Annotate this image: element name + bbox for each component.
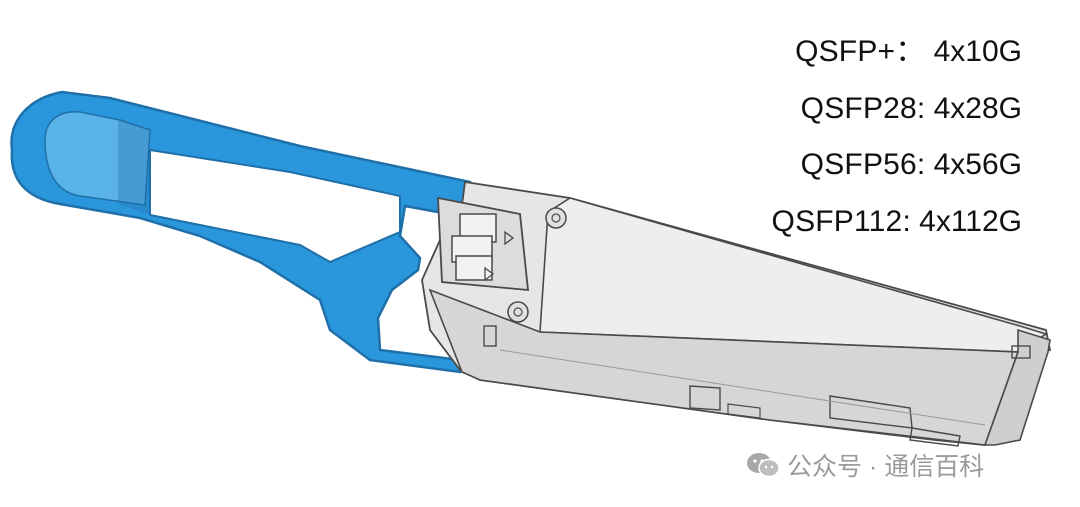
spec-rate: 4x112G	[919, 204, 1022, 238]
spec-rate: 4x28G	[933, 91, 1022, 125]
spec-separator: ：	[895, 35, 926, 68]
spec-list: QSFP+： 4x10G QSFP28: 4x28G QSFP56: 4x56G…	[722, 24, 1022, 250]
spec-type: QSFP112	[771, 204, 903, 238]
spec-row-qsfp28: QSFP28: 4x28G	[722, 81, 1022, 138]
watermark: 公众号 · 通信百科	[745, 447, 984, 483]
spec-separator: :	[916, 91, 926, 125]
spec-type: QSFP28	[800, 91, 917, 125]
spec-row-qsfp56: QSFP56: 4x56G	[722, 137, 1022, 194]
spec-row-qsfp-plus: QSFP+： 4x10G	[722, 24, 1022, 81]
wechat-icon	[747, 453, 780, 478]
module-body	[421, 180, 1052, 447]
spec-separator: :	[902, 204, 911, 238]
spec-rate: 4x10G	[933, 35, 1022, 68]
spec-separator: :	[916, 148, 926, 181]
spec-rate: 4x56G	[933, 148, 1022, 181]
pull-tab	[10, 90, 472, 374]
spec-type: QSFP56	[800, 148, 917, 181]
spec-row-qsfp112: QSFP112: 4x112G	[722, 194, 1022, 251]
spec-type: QSFP+	[795, 35, 896, 68]
watermark-text: 公众号 · 通信百科	[787, 453, 985, 481]
